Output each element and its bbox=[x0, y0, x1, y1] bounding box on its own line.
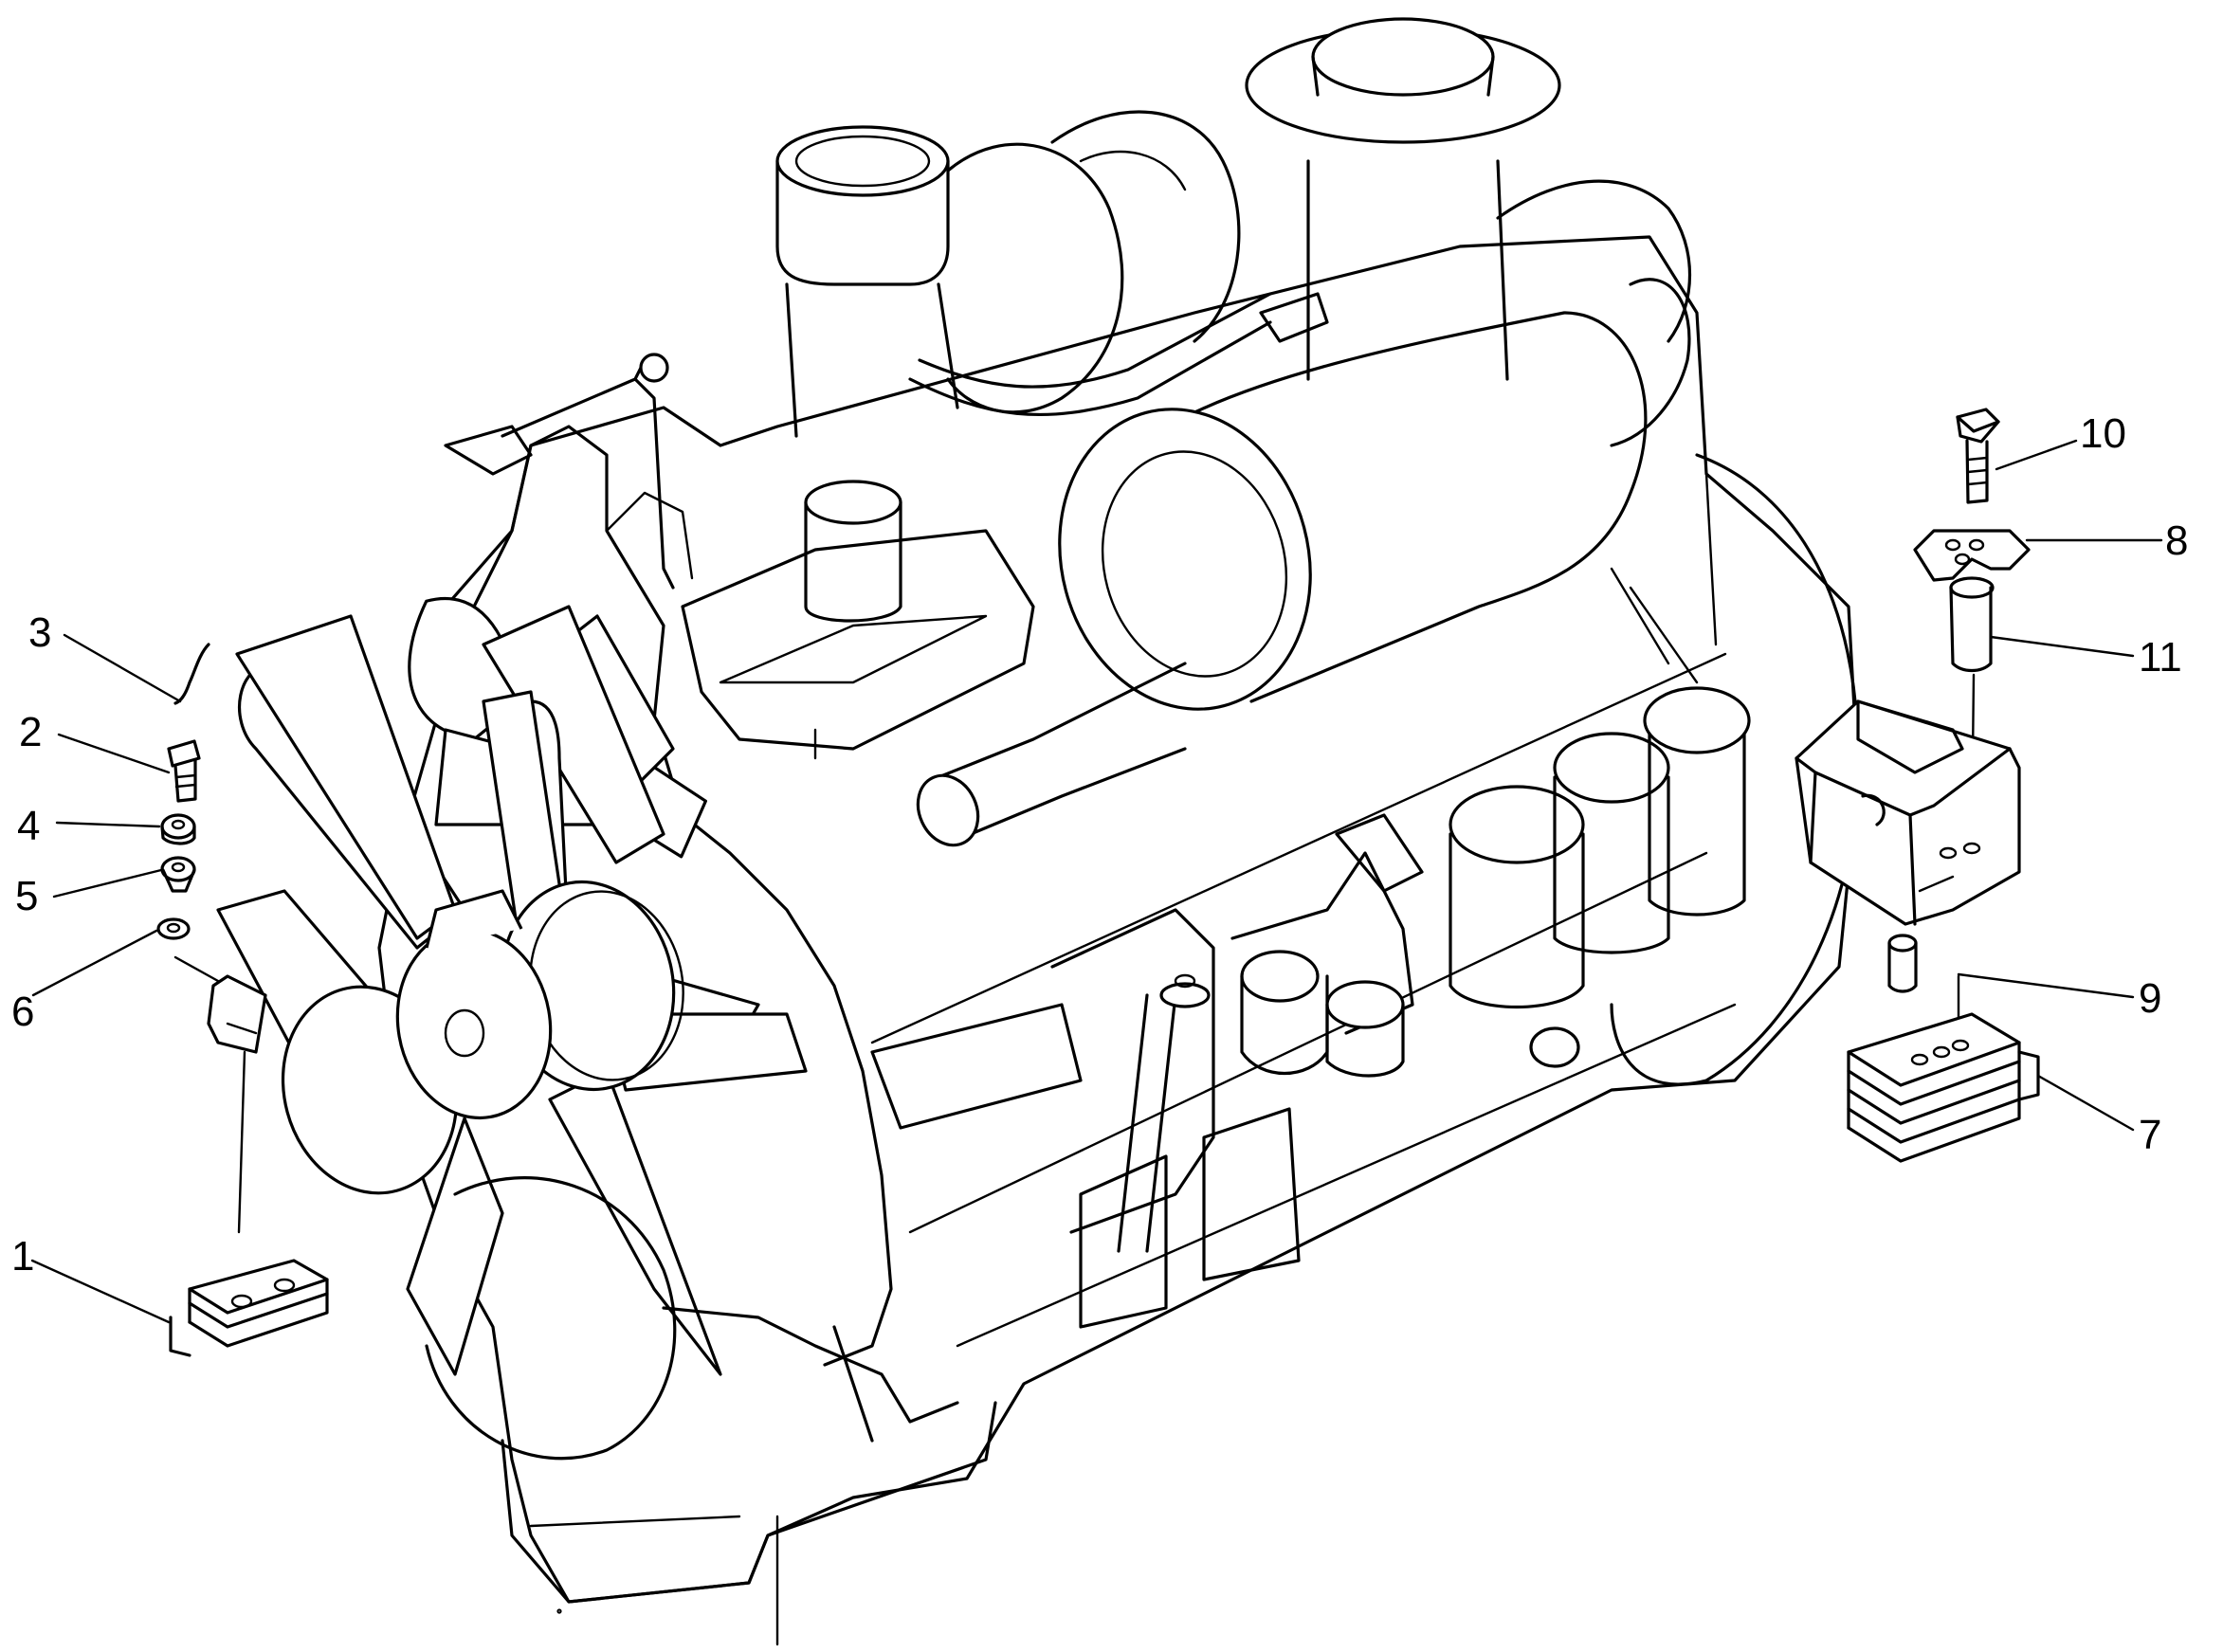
exhaust-stack bbox=[1306, 159, 1509, 381]
water-pump bbox=[425, 1176, 677, 1461]
callout-8: 8 bbox=[2165, 517, 2188, 564]
rear-mount-parts bbox=[1795, 408, 2040, 1163]
callout-1: 1 bbox=[11, 1233, 34, 1280]
oil-filler-cap bbox=[804, 480, 902, 525]
callout-labels: 3 2 4 5 6 1 10 8 11 9 7 bbox=[11, 410, 2188, 1280]
washer-front bbox=[156, 917, 191, 940]
turbocharger-assembly bbox=[775, 17, 1691, 847]
callout-3: 3 bbox=[28, 609, 51, 656]
exhaust-outlet bbox=[937, 662, 1187, 845]
filter-1 bbox=[1449, 832, 1585, 1009]
fan-blade-top bbox=[482, 605, 665, 864]
oil-pan bbox=[501, 1401, 997, 1604]
filter-2 bbox=[1553, 775, 1670, 954]
muffler bbox=[1183, 311, 1648, 703]
sleeve-rear bbox=[1949, 576, 1995, 599]
fan-blade-bottom-right bbox=[548, 1069, 722, 1376]
callout-4: 4 bbox=[17, 803, 40, 849]
callout-2: 2 bbox=[19, 709, 42, 755]
shim-pack-front bbox=[188, 1259, 329, 1315]
dowel-pin bbox=[1887, 934, 1918, 953]
bolt-front bbox=[167, 739, 201, 768]
front-mount-bracket bbox=[207, 974, 267, 1054]
intake-pipe-top bbox=[775, 125, 950, 197]
stopper-plate bbox=[1913, 529, 2031, 582]
leader-lines bbox=[30, 439, 2163, 1324]
filter-3 bbox=[1648, 728, 1746, 917]
callout-11: 11 bbox=[2139, 634, 2182, 681]
callout-5: 5 bbox=[15, 873, 38, 919]
side-components bbox=[870, 686, 1751, 1329]
starter-motor-end bbox=[1325, 980, 1405, 1029]
lifting-eye bbox=[639, 353, 669, 383]
stack-cap-top bbox=[1311, 17, 1495, 97]
dipstick-handle bbox=[1159, 982, 1211, 1008]
part-3-clip bbox=[173, 643, 210, 705]
cooling-fan bbox=[216, 596, 959, 1614]
callout-9: 9 bbox=[2139, 975, 2161, 1022]
dipstick bbox=[1117, 993, 1177, 1253]
drain-plug bbox=[1529, 1026, 1580, 1068]
callout-7: 7 bbox=[2139, 1112, 2161, 1158]
starter-top bbox=[1240, 950, 1320, 1003]
front-cover bbox=[444, 425, 893, 1367]
flywheel-housing bbox=[1610, 453, 1860, 1086]
rocker-cover bbox=[681, 480, 1035, 760]
callout-10: 10 bbox=[2080, 410, 2126, 457]
callout-6: 6 bbox=[11, 989, 34, 1035]
lifting-bracket bbox=[501, 358, 675, 590]
spacer-front bbox=[160, 813, 196, 840]
